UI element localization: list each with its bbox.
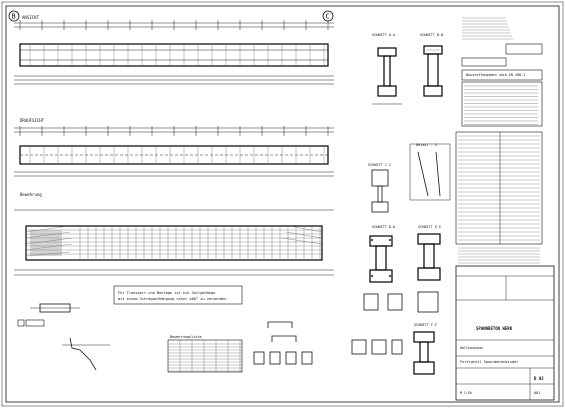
section-c-c-title: SCHNITT C-C — [368, 163, 391, 167]
title-drawing: Fertigteil Spannbetonbinder — [460, 360, 519, 364]
lifting-detail — [17, 303, 110, 371]
title-index: 001 — [534, 391, 540, 395]
section-d-d: SCHNITT D-D — [363, 225, 403, 311]
title-company: SPANNBETON WERK — [476, 326, 513, 331]
top-view-title: DRAUFSICHT — [20, 118, 45, 123]
section-b-b-title: SCHNITT B-B — [420, 33, 443, 37]
bar-schedule-title: Bewehrungsliste — [170, 335, 202, 339]
drawing-frame — [5, 5, 560, 403]
top-view: DRAUFSICHT — [14, 118, 334, 177]
section-a-a: SCHNITT A-A — [372, 33, 402, 105]
spec-table — [461, 81, 543, 127]
grid-axis-c-label: C — [326, 13, 330, 21]
material-spec-title: Baustoffangaben nach EN 206-1 — [466, 73, 525, 77]
section-d-d-title: SCHNITT D-D — [372, 225, 395, 229]
reinforcement-view: Bewehrung — [14, 192, 334, 276]
bar-schedule: Bewehrungsliste — [167, 335, 243, 373]
mid-notes — [458, 247, 540, 264]
section-b-b: SCHNITT B-B — [420, 33, 443, 97]
elevation-title: ANSICHT — [22, 15, 39, 20]
grid-axis-b-marker — [8, 10, 20, 22]
transport-note-line1: Für Transport und Montage ist ein Seilge… — [118, 291, 215, 295]
revision-table — [455, 131, 543, 245]
section-f-f: SCHNITT F-F — [351, 323, 437, 375]
section-e-e: SCHNITT E-E — [417, 225, 441, 313]
grid-axis-b-label: B — [12, 13, 16, 21]
section-c-c: SCHNITT C-C — [368, 163, 391, 213]
section-e-e-title: SCHNITT E-E — [418, 225, 441, 229]
section-a-a-title: SCHNITT A-A — [372, 33, 396, 37]
transport-note: Für Transport und Montage ist ein Seilge… — [113, 285, 243, 305]
beam-reinforcement-outline — [25, 225, 323, 261]
detail-x-title: Detail - X — [416, 143, 438, 147]
title-project: Hallenneubau — [460, 346, 483, 350]
stirrup-shapes — [253, 321, 313, 365]
title-block: SPANNBETON WERK Hallenneubau Fertigteil … — [455, 265, 555, 401]
reinforcement-title: Bewehrung — [20, 192, 42, 197]
transport-note-line2: mit einem Schrägaufhängung unter ≥60° zu… — [118, 297, 228, 301]
title-scale: M 1:50 — [460, 391, 472, 395]
beam-elevation-outline — [19, 43, 329, 67]
notes-block: Baustoffangaben nach EN 206-1 — [461, 17, 543, 81]
title-plan-number: B 02 — [534, 376, 544, 381]
elevation-view: B C ANSICHT — [8, 10, 334, 85]
section-f-f-title: SCHNITT F-F — [414, 323, 437, 327]
